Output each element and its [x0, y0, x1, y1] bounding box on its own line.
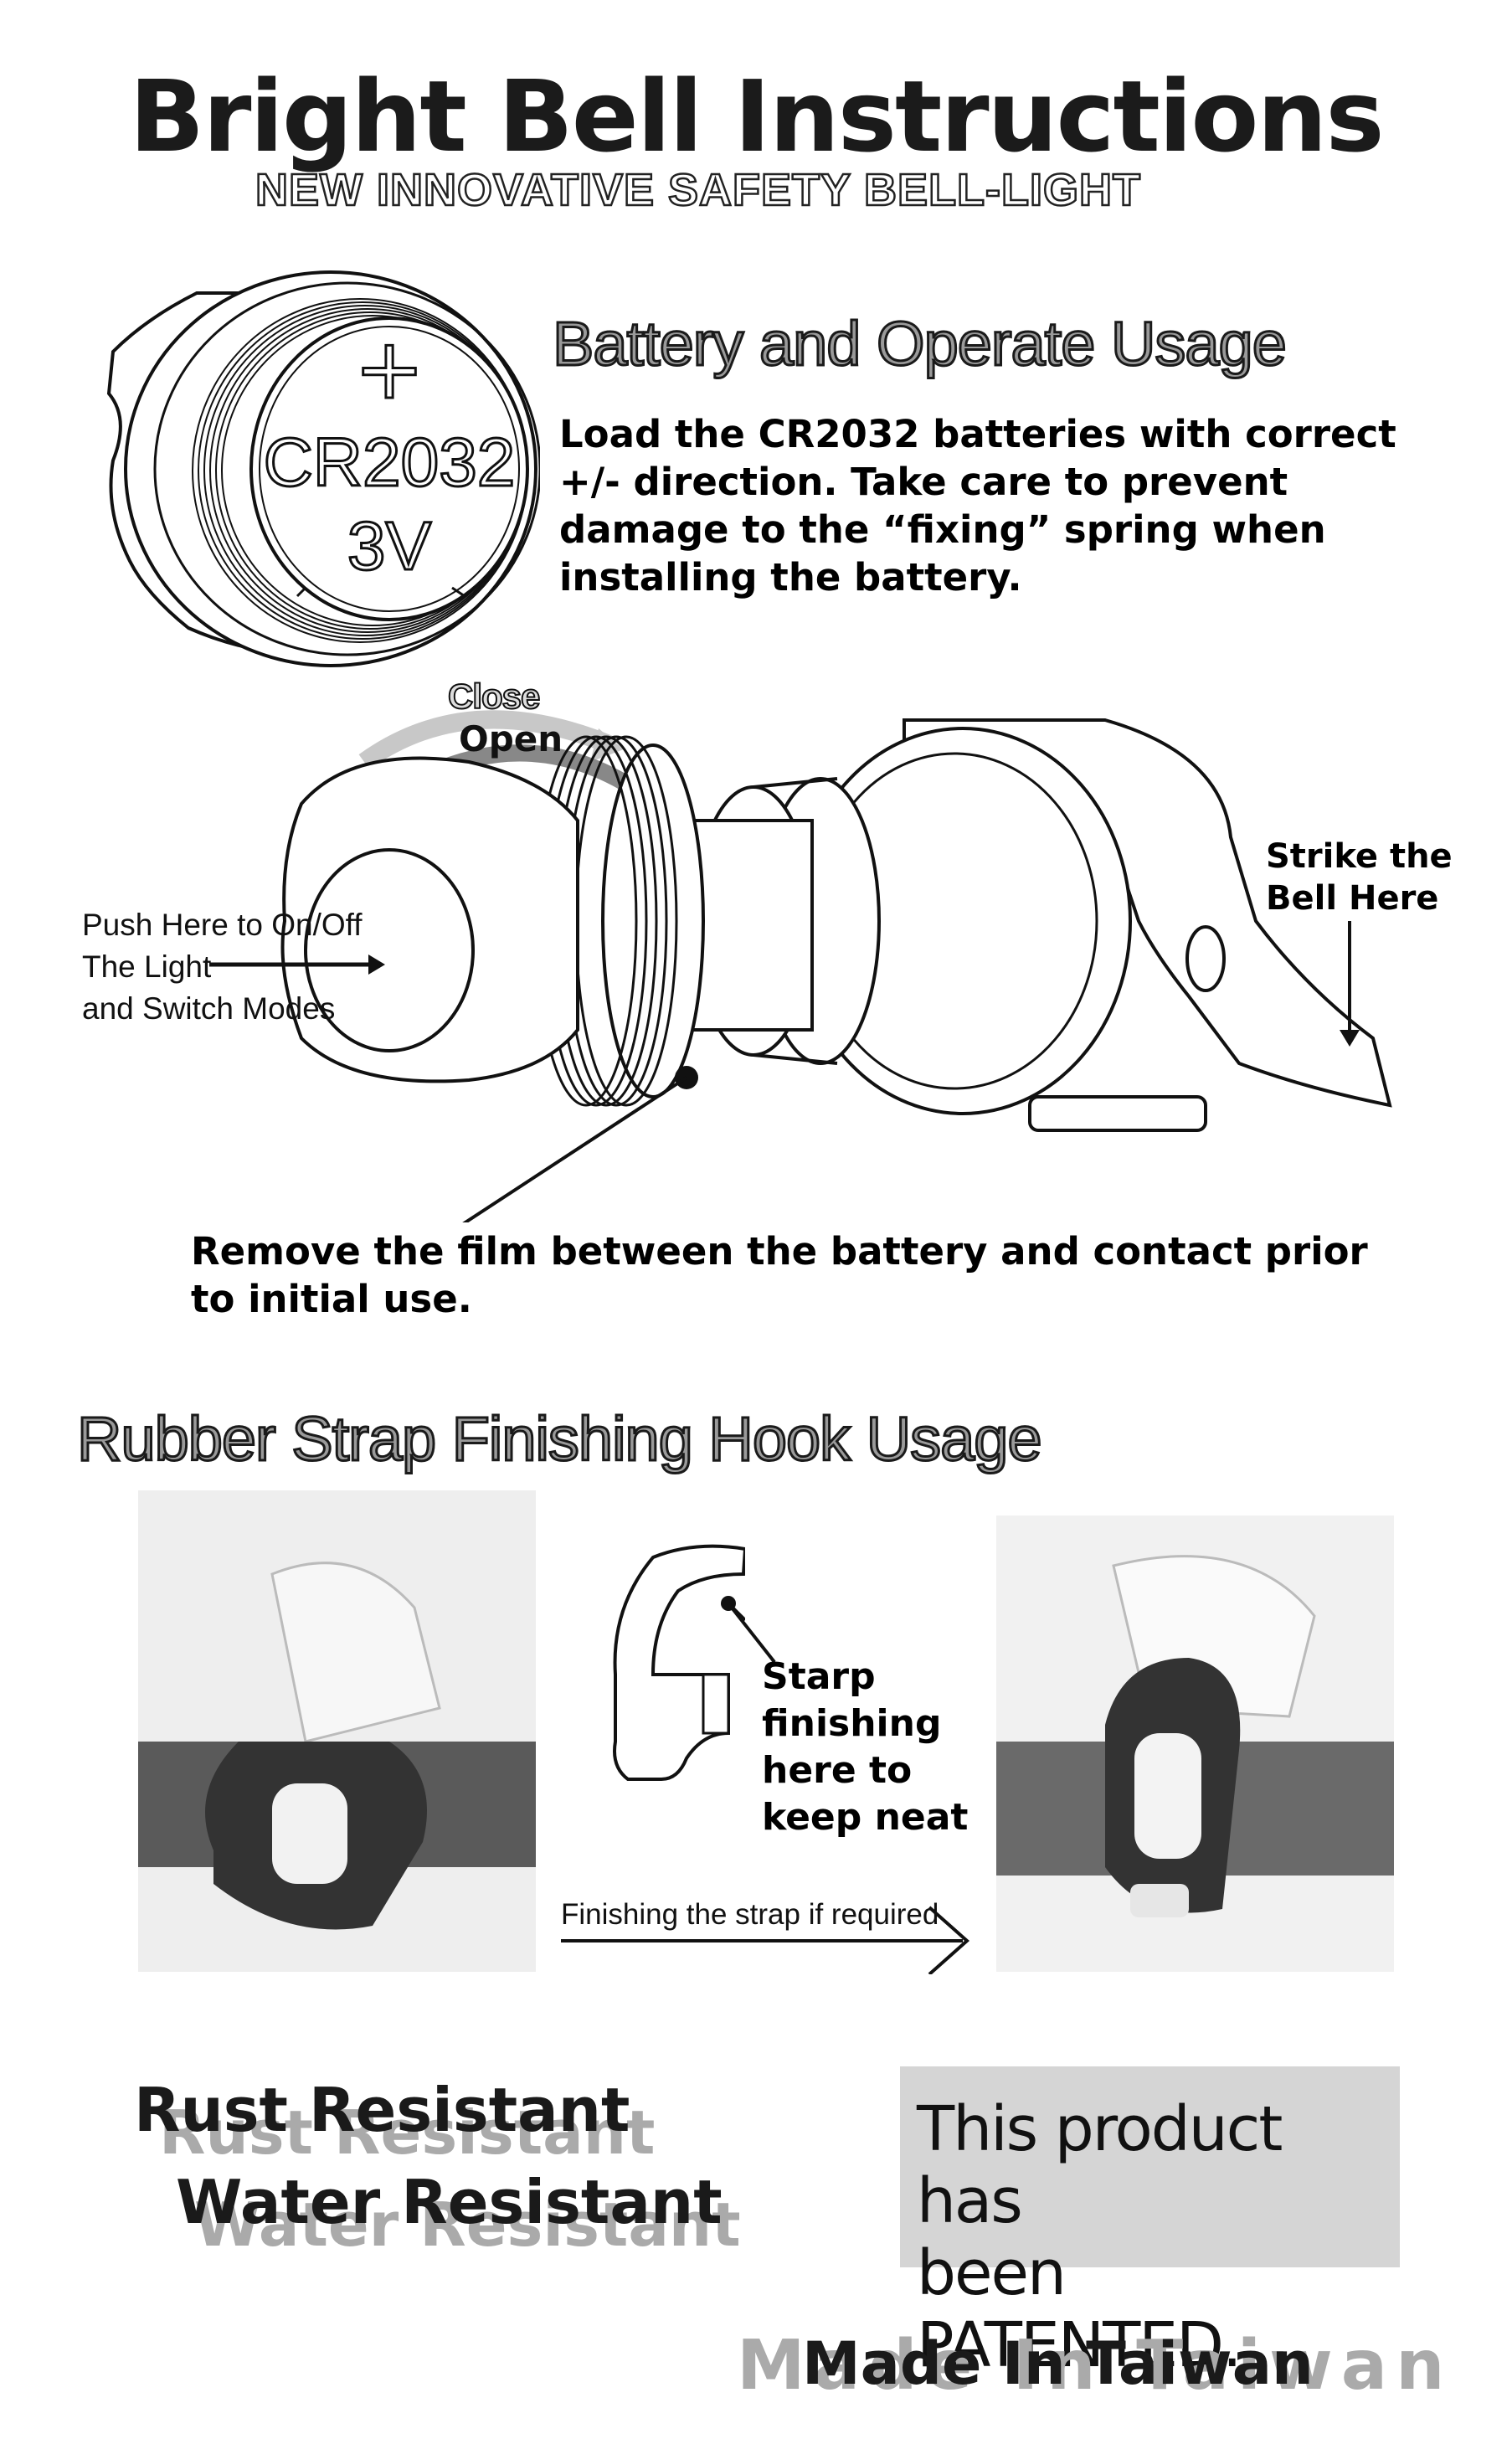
battery-instruction-line: Load the CR2032 batteries with correct	[559, 412, 1396, 456]
patent-notice-box	[900, 2066, 1400, 2267]
page-title: Bright Bell Instructions	[129, 59, 1384, 174]
strap-section-heading: Rubber Strap Finishing Hook Usage	[76, 1403, 1044, 1475]
hook-label-line: Starp	[762, 1655, 876, 1698]
film-removal-note: Remove the film between the battery and …	[191, 1227, 1480, 1323]
water-resistant-text: Water Resistant	[176, 2167, 723, 2237]
bell-light-diagram	[209, 710, 1392, 1222]
push-button-label: Push Here to On/Off The Light and Switch…	[82, 904, 363, 1030]
coin-voltage-label: 3V	[347, 508, 432, 584]
hook-label-line: finishing	[762, 1702, 942, 1745]
hook-illustration	[613, 1544, 745, 1781]
made-in-shadow: Made In Taiwan	[737, 2326, 1453, 2406]
finish-strap-label: Finishing the strap if required	[561, 1898, 939, 1931]
coin-plus-sign: +	[354, 320, 424, 418]
finish-strap-arrow	[561, 1906, 970, 1974]
strap-photo-before	[138, 1490, 536, 1972]
hook-label: Starp finishing here to keep neat	[762, 1654, 968, 1841]
film-note-line: Remove the film between the battery and …	[191, 1229, 1368, 1274]
close-label: Close	[447, 676, 541, 717]
hook-label-line: keep neat	[762, 1796, 969, 1839]
battery-instructions: Load the CR2032 batteries with correct +…	[559, 410, 1480, 601]
rust-resistant-text: Rust Resistant	[134, 2075, 630, 2145]
water-resistant-shadow: Water Resistant	[194, 2189, 741, 2260]
strike-bell-label: Strike the Bell Here	[1266, 836, 1453, 919]
battery-instruction-line: damage to the “fixing” spring when	[559, 507, 1326, 552]
coin-model-label: CR2032	[264, 425, 516, 501]
hook-label-line: here to	[762, 1749, 913, 1792]
battery-section-heading: Battery and Operate Usage	[552, 308, 1288, 380]
patent-notice: This product has been PATENTED.	[917, 2093, 1394, 2381]
rust-resistant-shadow: Rust Resistant	[159, 2097, 656, 2168]
push-label-line: and Switch Modes	[82, 991, 336, 1026]
battery-instruction-line: installing the battery.	[559, 555, 1022, 599]
strike-label-line: Bell Here	[1266, 879, 1439, 918]
page-subtitle: NEW INNOVATIVE SAFETY BELL-LIGHT	[255, 164, 1142, 217]
hook-pointer-line	[728, 1602, 776, 1664]
close-arrow	[358, 710, 615, 769]
strike-label-line: Strike the	[1266, 837, 1453, 876]
push-label-line: The Light	[82, 949, 212, 984]
battery-instruction-line: +/- direction. Take care to prevent	[559, 460, 1288, 504]
film-note-line: to initial use.	[191, 1277, 472, 1321]
strap-photo-after	[996, 1515, 1394, 1972]
patent-line: This product has	[917, 2093, 1283, 2237]
made-in-taiwan: Made In Taiwan	[802, 2329, 1314, 2398]
open-label: Open	[459, 718, 563, 759]
push-label-line: Push Here to On/Off	[82, 908, 363, 942]
patent-line: been PATENTED.	[917, 2237, 1242, 2381]
film-pointer-line	[462, 1076, 688, 1222]
battery-holder-illustration: + CR2032 3V	[106, 270, 540, 667]
